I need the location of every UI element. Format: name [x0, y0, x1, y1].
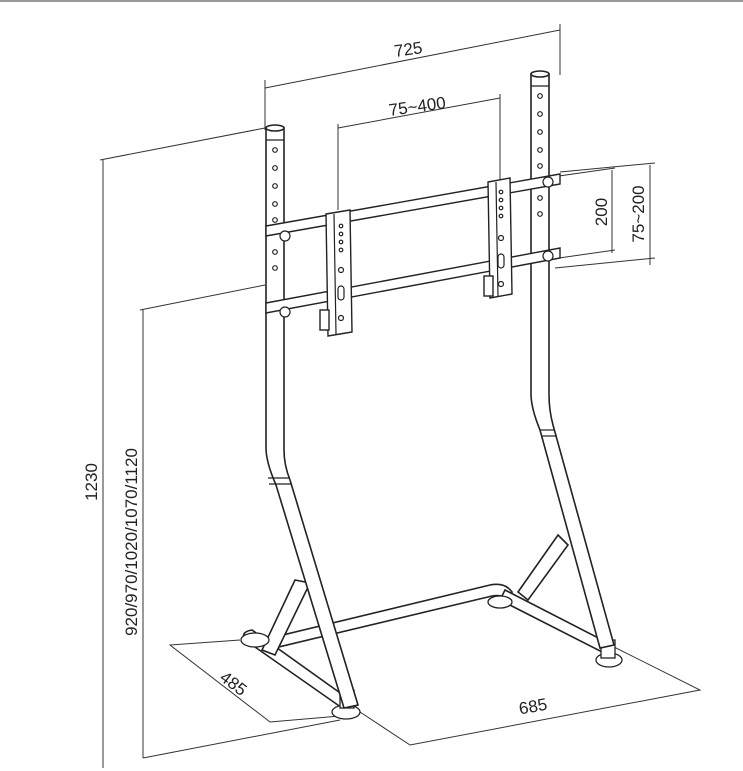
mount-heights-label: 920/970/1020/1070/1120: [122, 448, 141, 636]
foot-rear-right: [487, 595, 513, 609]
feet: [240, 595, 623, 720]
dimension-lines: [99, 24, 656, 768]
right-upright: [530, 70, 615, 649]
mounting-bars: [265, 173, 561, 318]
base-depth-label: 485: [216, 667, 250, 699]
floor-footprint: [168, 639, 702, 746]
base-width-label: 685: [517, 695, 548, 719]
overall-height-label: 1230: [82, 463, 101, 501]
lower-mounting-bar: [265, 247, 561, 314]
left-vesa-bracket: [319, 209, 353, 337]
upper-mounting-bar: [265, 173, 561, 237]
vesa-height-label: 75~200: [629, 185, 648, 242]
overall-width-label: 725: [393, 38, 424, 61]
right-vesa-bracket: [483, 177, 513, 299]
bar-spacing-label: 200: [592, 198, 611, 226]
dimension-labels: 725 75~400 200 75~200 1230 920/970/1020/…: [82, 38, 648, 718]
foot-rear-left: [240, 632, 270, 648]
left-upright: [265, 124, 360, 709]
vesa-width-label: 75~400: [388, 93, 447, 120]
